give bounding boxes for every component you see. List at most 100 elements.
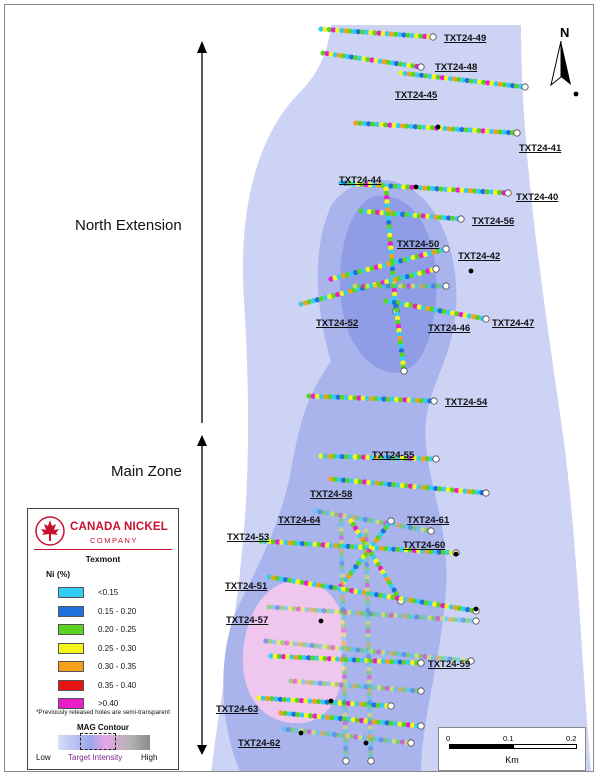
drill-assay-point <box>340 732 346 739</box>
drill-assay-point <box>404 123 410 129</box>
drill-assay-point <box>365 641 372 647</box>
drill-assay-point <box>390 270 396 276</box>
drill-assay-point <box>399 352 405 358</box>
drill-assay-point <box>274 575 280 581</box>
drill-assay-point <box>409 184 415 190</box>
drill-assay-point <box>342 724 348 730</box>
drill-assay-point <box>441 486 447 492</box>
drill-assay-point <box>387 232 393 238</box>
drill-assay-point <box>410 63 416 69</box>
drill-assay-point <box>432 549 438 555</box>
drill-assay-point <box>293 654 299 660</box>
drill-assay-point <box>429 214 435 220</box>
drill-assay-point <box>400 360 406 366</box>
drill-assay-point <box>366 735 372 741</box>
hole-label: TXT24-51 <box>225 581 268 592</box>
scale-bar: 0 0.1 0.2 Km <box>438 727 586 771</box>
drill-assay-point <box>388 183 394 189</box>
drill-assay-point <box>393 651 399 657</box>
drill-assay-point <box>348 454 354 460</box>
drill-assay-point <box>341 657 347 663</box>
drill-assay-point <box>283 605 289 611</box>
drill-assay-point <box>470 489 477 495</box>
legend-row: <0.15 <box>58 587 176 599</box>
drill-assay-point <box>423 398 429 404</box>
drill-assay-point <box>407 547 413 553</box>
drill-assay-point <box>365 620 371 626</box>
drill-assay-point <box>407 483 414 489</box>
drill-assay-point <box>353 55 359 61</box>
scale-unit: Km <box>505 755 519 765</box>
drill-assay-point <box>353 269 359 276</box>
legend-range-label: 0.20 - 0.25 <box>98 625 137 634</box>
drill-assay-point <box>347 288 353 294</box>
drill-assay-point <box>361 267 367 274</box>
drill-assay-point <box>412 212 418 218</box>
hole-label: TXT24-60 <box>403 540 446 551</box>
hole-end-marker <box>468 268 474 274</box>
drill-assay-point <box>339 560 345 566</box>
drill-assay-point <box>314 393 320 399</box>
drill-assay-point <box>467 188 474 194</box>
drill-assay-point <box>309 642 315 649</box>
drill-assay-point <box>397 613 403 619</box>
drill-assay-point <box>410 283 416 289</box>
drill-assay-point <box>476 128 482 134</box>
drill-assay-point <box>404 212 410 218</box>
drill-assay-point <box>443 75 450 81</box>
drill-assay-point <box>368 684 374 690</box>
drill-assay-point <box>358 516 364 522</box>
drill-assay-point <box>369 57 375 63</box>
drill-assay-point <box>288 678 294 684</box>
drill-assay-point <box>321 608 327 614</box>
drill-assay-point <box>307 581 313 587</box>
drill-assay-point <box>452 76 458 82</box>
drill-assay-point <box>419 599 425 605</box>
drill-assay-point <box>386 455 392 461</box>
drill-assay-point <box>405 687 412 693</box>
drill-assay-point <box>370 121 376 127</box>
hole-label: TXT24-44 <box>339 175 382 186</box>
legend-swatch <box>58 605 84 617</box>
drill-assay-point <box>417 270 423 276</box>
drill-assay-point <box>398 258 404 264</box>
drill-assay-point <box>361 120 368 127</box>
drill-assay-point <box>305 642 311 648</box>
drill-assay-point <box>308 713 314 719</box>
drill-assay-point <box>422 33 428 40</box>
drill-assay-point <box>340 53 347 59</box>
drill-assay-point <box>324 583 330 590</box>
drill-assay-point <box>377 58 383 64</box>
drill-assay-point <box>367 702 373 708</box>
drill-assay-point <box>287 540 293 546</box>
mag-high-label: High <box>141 753 158 762</box>
hole-label: TXT24-54 <box>445 397 488 408</box>
drill-assay-point <box>397 659 403 665</box>
drill-assay-point <box>331 394 337 400</box>
drill-assay-point <box>340 611 346 617</box>
drill-assay-point <box>274 604 281 611</box>
drill-assay-point <box>339 453 345 460</box>
drill-assay-point <box>409 32 415 39</box>
drill-assay-point <box>355 683 361 689</box>
drill-assay-point <box>416 548 422 554</box>
drill-assay-point <box>363 528 369 534</box>
drill-assay-point <box>388 650 395 656</box>
drill-assay-point <box>340 636 347 642</box>
drill-assay-point <box>414 614 420 620</box>
drill-assay-point <box>385 59 391 65</box>
drill-assay-point <box>330 656 337 662</box>
drill-assay-point <box>367 733 374 739</box>
drill-assay-point <box>338 543 345 549</box>
drill-assay-point <box>376 611 382 618</box>
drill-assay-point <box>340 273 346 279</box>
drill-assay-point <box>297 654 303 660</box>
drill-assay-point <box>285 726 291 733</box>
drill-assay-point <box>368 741 374 747</box>
drill-assay-point <box>421 185 428 191</box>
drill-assay-point <box>385 283 391 289</box>
drill-assay-point <box>384 31 390 37</box>
drill-assay-point <box>340 598 346 604</box>
drill-assay-point <box>444 603 450 609</box>
drill-assay-point <box>344 272 351 278</box>
